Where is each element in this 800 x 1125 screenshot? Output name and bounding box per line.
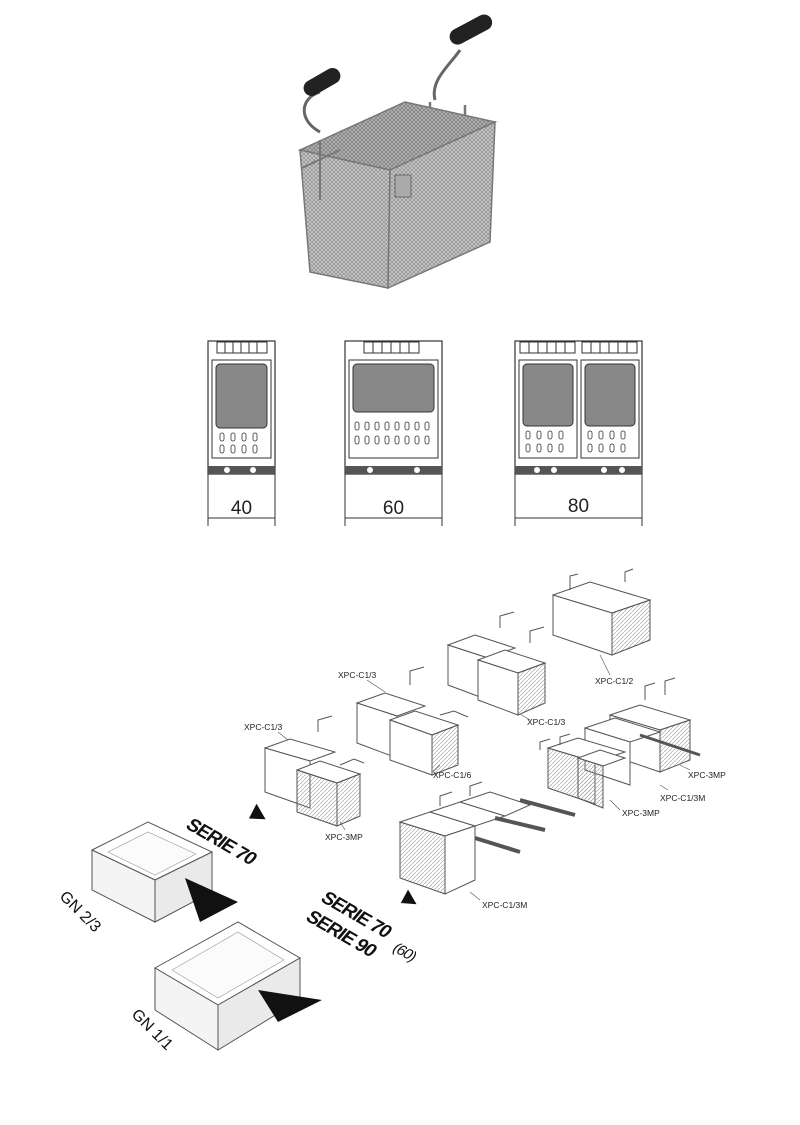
width-label-40: 40 [230,498,253,519]
elevation-60: 60 [342,338,447,528]
elevation-40: 40 [205,338,280,528]
label-c16: XPC-C1/6 [433,770,472,780]
label-c12: XPC-C1/2 [595,676,634,686]
label-c13-right: XPC-C1/3 [527,717,566,727]
elevation-80: 80 [512,338,647,528]
basket-photo-icon [297,14,498,290]
label-3mp-left: XPC-3MP [325,832,363,842]
basket-diagram: XPC-C1/3 XPC-C1/3 XPC-C1/2 XPC-C1/3 XPC-… [0,560,800,1120]
label-3mp-right-bottom: XPC-3MP [622,808,660,818]
fryer-elevation-40-icon [207,340,276,526]
label-c13m-right: XPC-C1/3M [660,793,706,803]
width-label-60: 60 [382,498,405,519]
fryer-elevation-60-icon [344,340,443,526]
basket-photo [280,10,520,300]
width-label-80: 80 [567,496,590,517]
label-c13-left: XPC-C1/3 [244,722,283,732]
label-c13m-bottom: XPC-C1/3M [482,900,528,910]
label-c13-middle: XPC-C1/3 [338,670,377,680]
fryer-elevation-80-icon [514,340,643,526]
basket-configuration-drawing-icon [90,568,701,1051]
label-3mp-right-top: XPC-3MP [688,770,726,780]
